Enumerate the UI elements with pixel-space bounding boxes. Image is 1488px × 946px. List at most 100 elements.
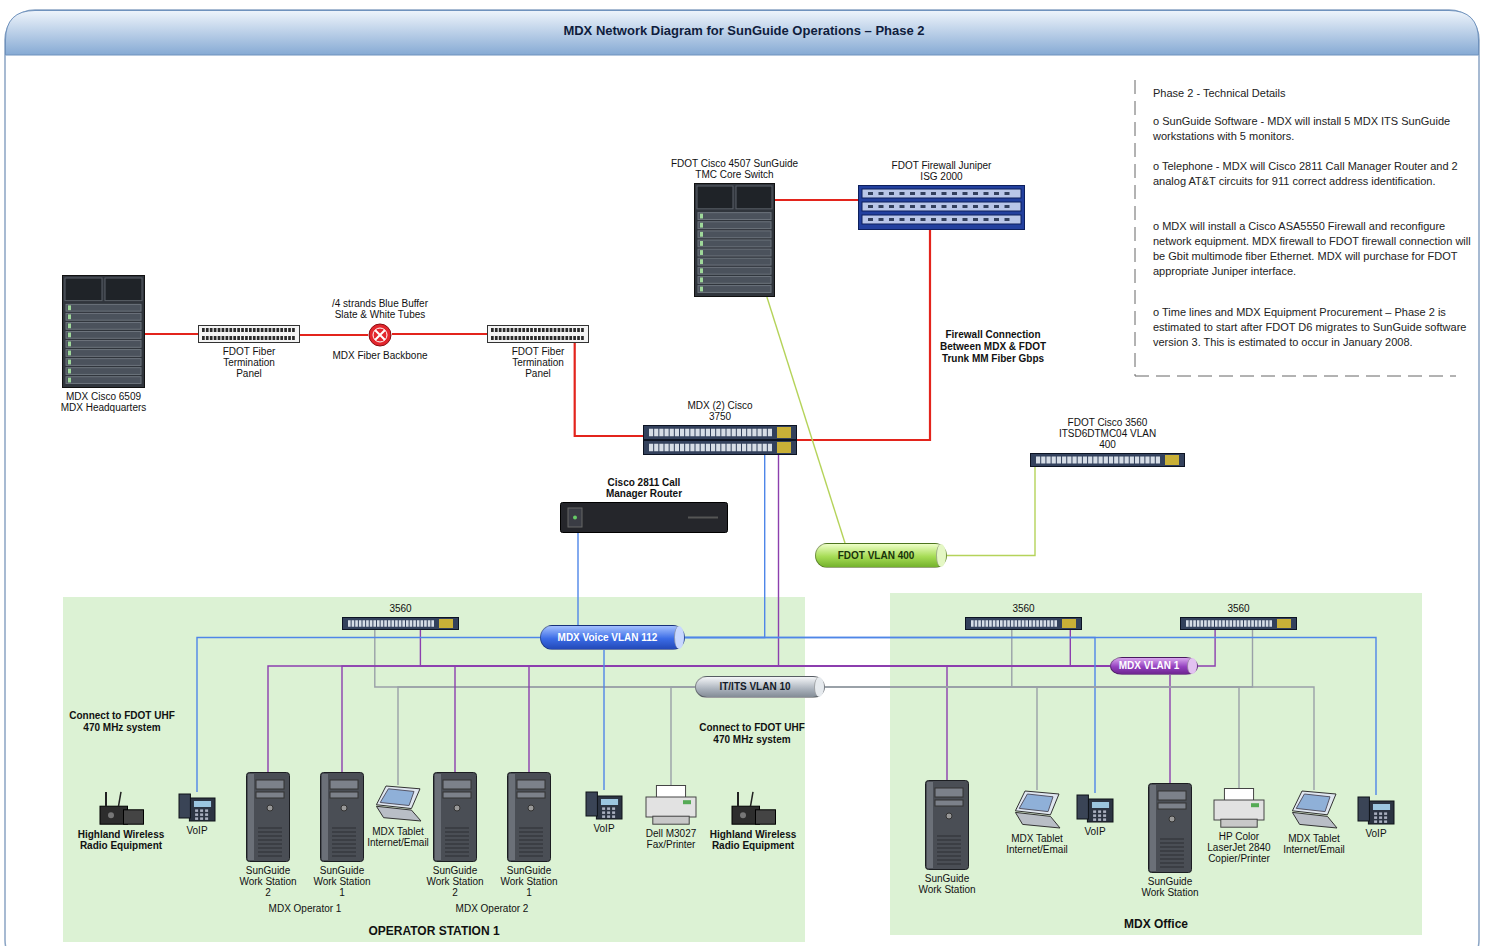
status-led — [68, 323, 71, 328]
firewall-blade — [862, 215, 1021, 224]
icon-circle — [108, 812, 114, 818]
port — [388, 620, 391, 627]
port — [1029, 620, 1032, 627]
node-label: MDX Tablet Internet/Email — [1278, 833, 1350, 855]
key — [1374, 816, 1377, 819]
port — [910, 218, 915, 221]
port — [963, 192, 968, 195]
port — [581, 336, 584, 340]
port — [522, 336, 525, 340]
page-frame — [5, 10, 1479, 946]
icon-line — [258, 836, 282, 837]
icon-line — [445, 844, 469, 845]
node-label: Dell M3027 Fax/Printer — [635, 828, 707, 850]
voip-phone-icon — [585, 790, 623, 820]
icon-line — [737, 792, 739, 806]
icon-line — [1160, 867, 1184, 868]
port — [952, 205, 957, 208]
chassis-switch: FDOT Cisco 4507 SunGuide TMC Core Switch — [694, 183, 775, 297]
key — [612, 811, 615, 814]
drive-bay — [935, 788, 963, 797]
key — [205, 813, 208, 816]
icon-line — [258, 832, 282, 833]
port — [1000, 620, 1003, 627]
port — [218, 328, 221, 332]
details-bracket — [1135, 376, 1456, 377]
radio-equipment: Highland Wireless Radio Equipment — [96, 790, 146, 826]
workstation-icon — [925, 780, 969, 870]
port — [1215, 620, 1218, 627]
line-card — [66, 304, 141, 311]
icon-line — [445, 848, 469, 849]
drive-bay — [1158, 803, 1186, 809]
tower-body — [1149, 784, 1192, 873]
key — [195, 817, 198, 820]
display — [1092, 802, 1109, 808]
icon-line — [937, 840, 961, 841]
port — [214, 336, 217, 340]
port — [1109, 457, 1113, 464]
icon-part — [1292, 791, 1336, 815]
connector — [420, 630, 1110, 666]
port — [1057, 457, 1061, 464]
uplink — [777, 442, 791, 453]
workstation-icon — [1148, 783, 1192, 873]
port — [1230, 620, 1233, 627]
drive-bay — [517, 792, 545, 798]
port — [1036, 457, 1040, 464]
icon-line — [332, 844, 356, 845]
printer-body — [1214, 800, 1264, 820]
port — [276, 328, 279, 332]
port — [546, 328, 549, 332]
port — [942, 205, 947, 208]
port — [1135, 457, 1139, 464]
port — [542, 336, 545, 340]
icon-line — [332, 840, 356, 841]
icon-line — [519, 840, 543, 841]
port — [1145, 457, 1149, 464]
icon-line — [1160, 851, 1184, 852]
key — [205, 809, 208, 812]
line-card — [698, 286, 771, 293]
stacked-switch: MDX (2) Cisco 3750 — [643, 425, 797, 455]
port — [659, 444, 663, 452]
port — [569, 328, 572, 332]
port — [737, 444, 741, 452]
phone-body — [189, 798, 215, 821]
icon-line — [258, 844, 282, 845]
port — [1015, 620, 1018, 627]
port — [577, 336, 580, 340]
workstation-icon — [433, 772, 477, 862]
port — [649, 444, 653, 452]
port — [931, 218, 936, 221]
port — [402, 620, 405, 627]
port — [711, 444, 715, 452]
note-label: MDX Operator 2 — [432, 903, 552, 915]
icon-circle — [369, 324, 391, 346]
access-switch-icon — [965, 617, 1082, 630]
workstation: SunGuide Work Station — [925, 780, 969, 870]
port — [542, 328, 545, 332]
node-label: FDOT VLAN 400 — [838, 550, 915, 562]
connector — [1198, 630, 1215, 666]
display — [1373, 804, 1390, 810]
connector — [575, 343, 643, 436]
status-led — [700, 277, 703, 282]
port — [534, 336, 537, 340]
node-label: FDOT Firewall Juniper ISG 2000 — [892, 160, 992, 182]
radio-unit — [124, 810, 144, 824]
port — [265, 336, 268, 340]
port — [670, 429, 674, 437]
key — [1098, 814, 1101, 817]
icon-line — [375, 330, 385, 340]
port — [245, 328, 248, 332]
drive-bay — [517, 780, 545, 789]
port — [554, 328, 557, 332]
connector — [825, 687, 1037, 790]
line-card — [698, 258, 771, 265]
port — [370, 620, 373, 627]
port — [269, 336, 272, 340]
icon-line — [332, 836, 356, 837]
chassis-module — [105, 278, 142, 301]
port — [280, 328, 283, 332]
